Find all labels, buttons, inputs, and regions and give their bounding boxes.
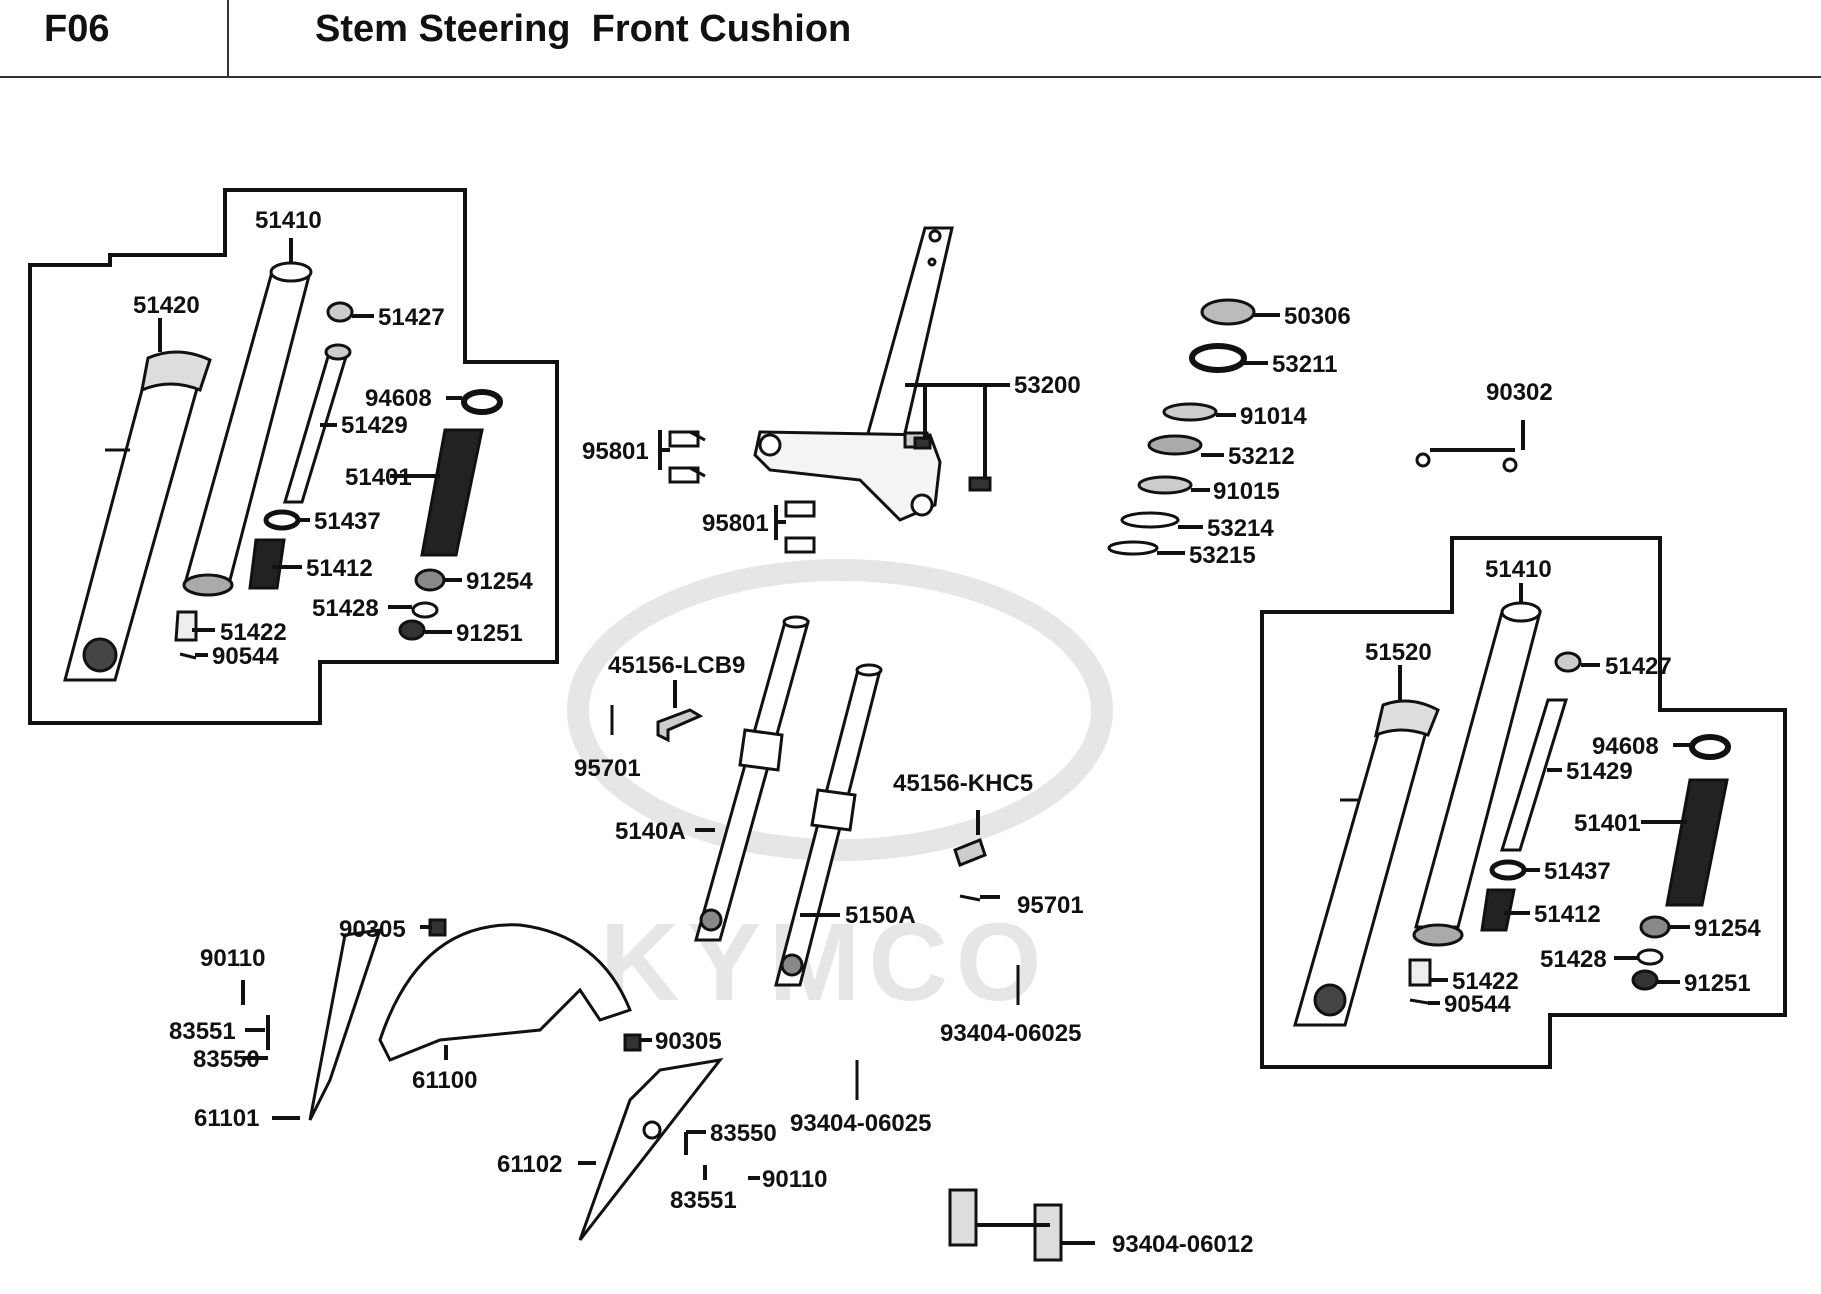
label-95801-upper: 95801 — [582, 438, 649, 465]
bolt-95801-parts — [668, 430, 816, 554]
label-94608-right: 94608 — [1592, 733, 1659, 760]
label-53215: 53215 — [1189, 542, 1256, 569]
center-small-parts — [610, 705, 1020, 1100]
diagram-code: F06 — [44, 8, 110, 50]
label-95701-right: 95701 — [1017, 892, 1084, 919]
label-51422-right: 51422 — [1452, 968, 1519, 995]
steering-stem — [753, 226, 992, 522]
label-90302: 90302 — [1486, 379, 1553, 406]
label-51420: 51420 — [133, 292, 200, 319]
label-90544-left: 90544 — [212, 643, 279, 670]
page-header: F06 Stem Steering Front Cushion — [0, 0, 1821, 78]
diagram-title: Stem Steering Front Cushion — [315, 8, 852, 50]
label-51428-right: 51428 — [1540, 946, 1607, 973]
label-51437-left: 51437 — [314, 508, 381, 535]
label-51401-left: 51401 — [345, 464, 412, 491]
kymco-watermark: KYMCO — [567, 559, 1113, 1024]
label-91254-right: 91254 — [1694, 915, 1761, 942]
label-94608-left: 94608 — [365, 385, 432, 412]
leader-lines — [158, 238, 1690, 1245]
right-group-box — [1260, 536, 1787, 1069]
label-61102: 61102 — [497, 1151, 562, 1178]
label-51410-right: 51410 — [1485, 556, 1552, 583]
label-5150a: 5150A — [845, 902, 916, 929]
label-83550-lower: 83550 — [710, 1120, 777, 1147]
label-5140a: 5140A — [615, 818, 686, 845]
label-51412-left: 51412 — [306, 555, 373, 582]
label-91254-left: 91254 — [466, 568, 533, 595]
left-fork-parts — [63, 261, 503, 682]
label-51429-left: 51429 — [341, 412, 408, 439]
label-53211: 53211 — [1272, 351, 1337, 378]
label-51412-right: 51412 — [1534, 901, 1601, 928]
label-83550-left: 83550 — [193, 1046, 260, 1073]
label-53214: 53214 — [1207, 515, 1274, 542]
label-95801-lower: 95801 — [702, 510, 769, 537]
label-51520: 51520 — [1365, 639, 1432, 666]
label-90110-left: 90110 — [200, 945, 265, 972]
label-51428-left: 51428 — [312, 595, 379, 622]
cable-part-90302 — [1415, 452, 1518, 473]
part-labels: 51410 51420 51427 94608 51429 51401 5143… — [133, 207, 1761, 1258]
label-90544-right: 90544 — [1444, 991, 1511, 1018]
label-91015: 91015 — [1213, 478, 1280, 505]
label-83551-lower: 83551 — [670, 1187, 737, 1214]
fender-parts — [308, 918, 724, 1241]
label-50306: 50306 — [1284, 303, 1351, 330]
label-83551-left: 83551 — [169, 1018, 236, 1045]
label-90305-upper: 90305 — [339, 916, 406, 943]
label-91014: 91014 — [1240, 403, 1307, 430]
label-93404-06025-right: 93404-06025 — [940, 1020, 1081, 1047]
bearing-stack — [1107, 298, 1256, 556]
label-45156-lcb9: 45156-LCB9 — [608, 652, 745, 679]
header-divider — [227, 0, 229, 78]
label-61100: 61100 — [412, 1067, 477, 1094]
label-51427-right: 51427 — [1605, 653, 1672, 680]
label-93404-06012: 93404-06012 — [1112, 1231, 1253, 1258]
label-93404-06025-lower: 93404-06025 — [790, 1110, 931, 1137]
right-fork-parts — [1293, 601, 1731, 1027]
label-51427-left: 51427 — [378, 304, 445, 331]
label-91251-left: 91251 — [456, 620, 523, 647]
label-51401-right: 51401 — [1574, 810, 1641, 837]
label-91251-right: 91251 — [1684, 970, 1751, 997]
label-53200: 53200 — [1014, 372, 1081, 399]
label-51422-left: 51422 — [220, 619, 287, 646]
label-90305-lower: 90305 — [655, 1028, 722, 1055]
center-fork-legs — [694, 615, 883, 987]
label-61101: 61101 — [194, 1105, 259, 1132]
label-45156-khc5: 45156-KHC5 — [893, 770, 1033, 797]
watermark-text: KYMCO — [600, 901, 1049, 1024]
left-group-box — [28, 188, 559, 725]
label-90110-lower: 90110 — [762, 1166, 827, 1193]
bolt-93404-06012-parts — [948, 1188, 1063, 1262]
label-51410-left: 51410 — [255, 207, 322, 234]
label-95701-left: 95701 — [574, 755, 641, 782]
label-53212: 53212 — [1228, 443, 1295, 470]
label-51429-right: 51429 — [1566, 758, 1633, 785]
label-51437-right: 51437 — [1544, 858, 1611, 885]
